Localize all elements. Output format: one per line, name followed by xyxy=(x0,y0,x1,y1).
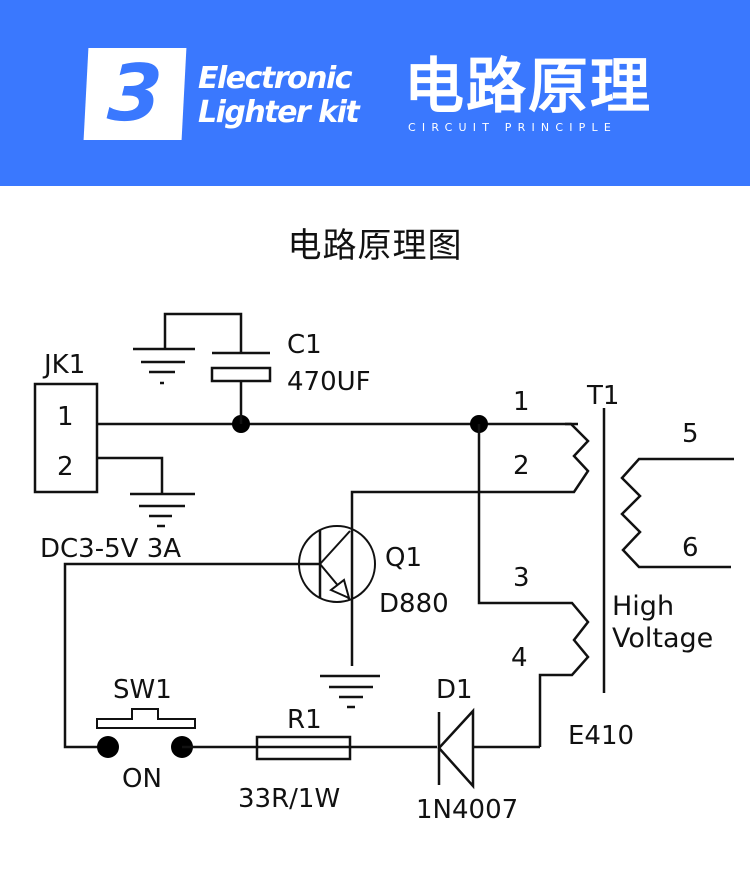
jack-ref: JK1 xyxy=(42,350,85,380)
resistor-ref: R1 xyxy=(287,705,322,735)
output-label-line2: Voltage xyxy=(612,623,713,654)
transistor-ref: Q1 xyxy=(385,543,422,573)
transformer-t1: T1 1 2 3 4 5 6 High Voltage E410 xyxy=(350,381,734,751)
jack-jk1: JK1 1 2 DC3-5V 3A xyxy=(33,350,181,564)
capacitor-value: 470UF xyxy=(287,367,371,397)
switch-sw1[interactable]: SW1 ON xyxy=(96,675,196,794)
transformer-pin3: 3 xyxy=(513,563,530,593)
jack-pin2-label: 2 xyxy=(57,452,74,482)
winding-primary-1-2 xyxy=(350,422,590,666)
switch-contact xyxy=(97,736,119,758)
diode-triangle xyxy=(437,707,475,790)
output-label-line1: High xyxy=(612,591,674,622)
wire-jack-ground xyxy=(97,456,164,494)
diagram-title: 电路原理图 xyxy=(287,226,463,266)
wire-base-to-switch xyxy=(63,562,320,749)
diode-ref: D1 xyxy=(436,675,473,705)
jack-rating: DC3-5V 3A xyxy=(40,534,181,564)
transistor-q1: Q1 D880 xyxy=(298,525,449,619)
capacitor-plate-positive xyxy=(210,366,272,383)
transformer-ref: T1 xyxy=(586,381,619,411)
transformer-part: E410 xyxy=(568,721,634,751)
diode-part: 1N4007 xyxy=(416,795,518,825)
resistor-value: 33R/1W xyxy=(238,784,340,814)
kit-name-line1: Electronic xyxy=(198,61,353,96)
section-subtitle: CIRCUIT PRINCIPLE xyxy=(408,121,617,134)
resistor-r1: R1 33R/1W xyxy=(238,705,352,814)
winding-feedback-3-4 xyxy=(477,424,590,747)
switch-state: ON xyxy=(122,764,162,794)
emitter-arrow-icon xyxy=(329,578,351,600)
transformer-pin1: 1 xyxy=(513,387,530,417)
transformer-pin4: 4 xyxy=(511,643,528,673)
transistor-collector xyxy=(319,530,351,565)
jack-body xyxy=(33,382,99,494)
capacitor-ref: C1 xyxy=(287,330,322,360)
capacitor-c1: C1 470UF xyxy=(133,312,371,424)
kit-name-line2: Lighter kit xyxy=(198,95,360,130)
winding-secondary-5-6 xyxy=(620,457,734,569)
header-banner: 3 Electronic Lighter kit 电路原理 CIRCUIT PR… xyxy=(0,0,750,186)
ground-icon xyxy=(130,492,195,528)
section-title: 电路原理 xyxy=(404,52,652,122)
kit-name: Electronic Lighter kit xyxy=(198,61,360,130)
jack-pin1-label: 1 xyxy=(57,402,74,432)
transformer-pin5: 5 xyxy=(682,419,699,449)
diode-d1: D1 1N4007 xyxy=(416,675,540,825)
switch-actuator xyxy=(96,708,196,729)
transistor-part: D880 xyxy=(379,589,449,619)
transformer-pin2: 2 xyxy=(513,451,530,481)
ground-icon xyxy=(320,674,380,709)
switch-ref: SW1 xyxy=(113,675,172,705)
transformer-pin6: 6 xyxy=(682,533,699,563)
ground-icon xyxy=(133,347,195,385)
wire-cap-ground xyxy=(163,312,243,353)
